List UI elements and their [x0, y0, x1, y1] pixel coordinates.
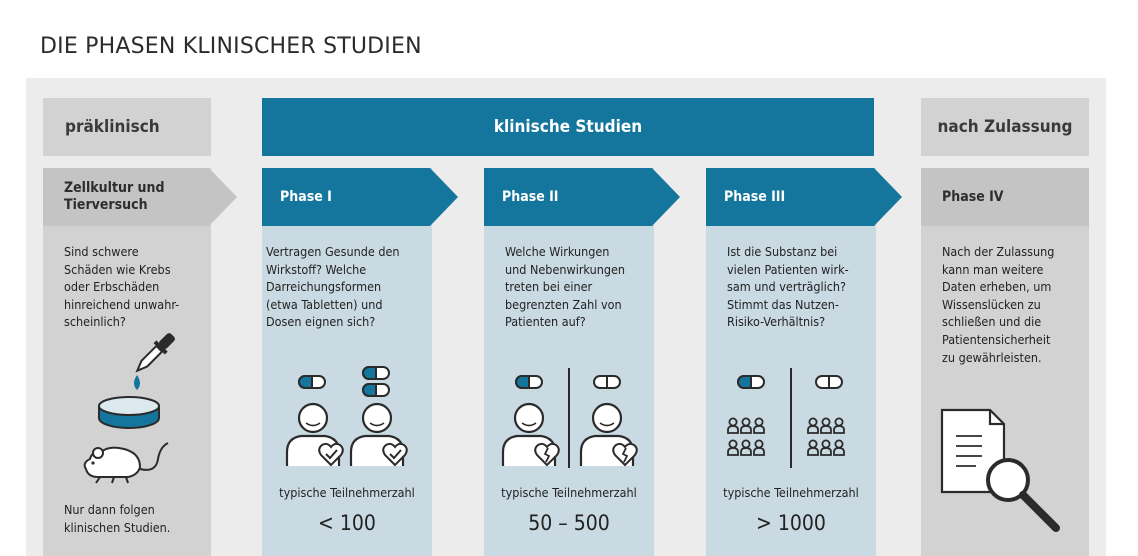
column-phase-1 — [262, 168, 432, 556]
capsule-icon — [362, 383, 390, 397]
column-preclinical — [43, 168, 211, 556]
phase-3-question: Ist die Substanz bei vielen Patienten wi… — [727, 244, 849, 330]
divider-line — [790, 368, 792, 468]
phase-4-label: Phase IV — [921, 168, 1089, 226]
phase-2-participants-label: typische Teilnehmerzahl — [501, 485, 637, 500]
header-clinical: klinische Studien — [262, 98, 874, 156]
drop-icon — [134, 375, 140, 390]
phase-1-participants: < 100 — [318, 511, 376, 535]
preclinical-label-text: Zellkultur und Tierversuch — [64, 179, 165, 213]
heart-check-icon — [318, 442, 344, 467]
phase-1-label: Phase I — [262, 168, 458, 226]
header-preclinical-label: präklinisch — [65, 117, 160, 137]
phase-4-text: Nach der Zulassung kann man weitere Date… — [942, 244, 1055, 365]
group-icon — [727, 417, 765, 456]
phase-2-label: Phase II — [484, 168, 680, 226]
mouse-icon — [83, 442, 169, 484]
capsule-icon — [515, 375, 543, 389]
magnifier-icon — [986, 458, 1060, 532]
group-icon — [807, 417, 845, 456]
broken-heart-icon — [612, 442, 638, 467]
phase-2-label-text: Phase II — [502, 189, 559, 205]
capsule-icon — [362, 366, 390, 380]
petri-dish-icon — [98, 396, 160, 429]
column-phase-3 — [706, 168, 876, 556]
phase-3-participants: > 1000 — [756, 511, 826, 535]
page-title: DIE PHASEN KLINISCHER STUDIEN — [40, 34, 422, 59]
pipette-icon — [135, 333, 175, 373]
divider-line — [568, 368, 570, 468]
phase-3-label: Phase III — [706, 168, 902, 226]
phase-2-question: Welche Wirkungen und Nebenwirkungen tret… — [505, 244, 626, 330]
header-post-label: nach Zulassung — [937, 117, 1073, 137]
phase-3-label-text: Phase III — [724, 189, 786, 205]
capsule-icon — [815, 375, 843, 389]
phase-preclinical-label: Zellkultur und Tierversuch — [43, 168, 237, 226]
column-phase-2 — [484, 168, 654, 556]
phase-1-participants-label: typische Teilnehmerzahl — [279, 485, 415, 500]
phase-3-participants-label: typische Teilnehmerzahl — [723, 485, 859, 500]
header-preclinical: präklinisch — [43, 98, 211, 156]
header-clinical-label: klinische Studien — [493, 117, 643, 137]
phase-1-question: Vertragen Gesunde den Wirkstoff? Welche … — [266, 244, 400, 330]
header-post-approval: nach Zulassung — [921, 98, 1089, 156]
heart-check-icon — [382, 442, 408, 467]
phase-4-label-text: Phase IV — [942, 189, 1004, 205]
preclinical-question: Sind schwere Schäden wie Krebs oder Erbs… — [64, 244, 180, 330]
phase-1-label-text: Phase I — [280, 189, 332, 205]
capsule-icon — [593, 375, 621, 389]
broken-heart-icon — [534, 442, 560, 467]
phase-2-participants: 50 – 500 — [528, 511, 610, 535]
capsule-icon — [737, 375, 765, 389]
capsule-icon — [298, 375, 326, 389]
preclinical-footer: Nur dann folgen klinischen Studien. — [64, 502, 171, 535]
